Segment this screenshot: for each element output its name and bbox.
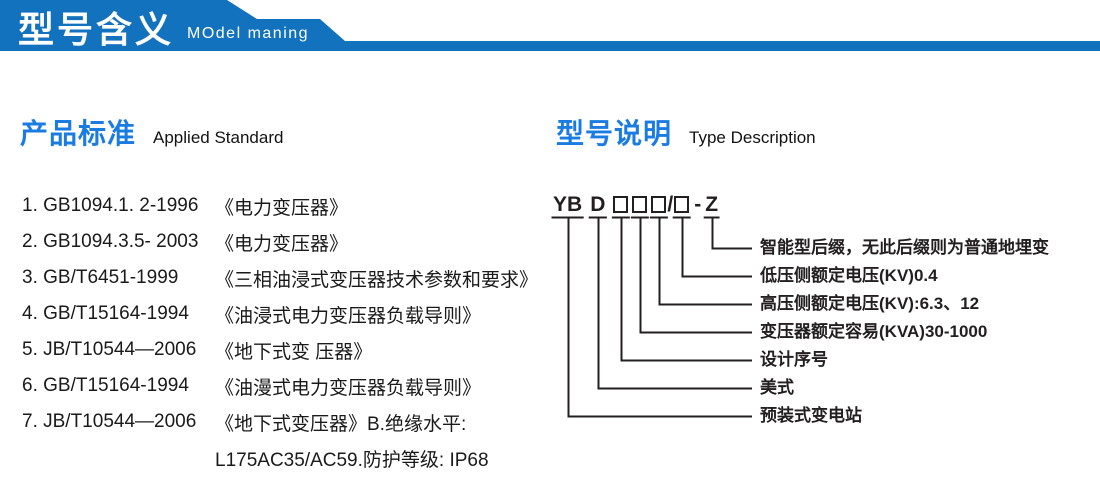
standards-list: 1. GB1094.1. 2-1996《电力变压器》2. GB1094.3.5-…: [22, 188, 538, 476]
code-part-yb: YB: [553, 193, 583, 216]
standard-row: 7. JB/T10544—2006 《地下式变压器》B.绝缘水平:: [22, 404, 538, 440]
standard-title: 《三相油浸式变压器技术参数和要求》: [215, 269, 539, 291]
standard-code: 6. GB/T15164-1994: [22, 375, 189, 396]
code-box-1: [613, 196, 629, 213]
diagram-label-3: 高压侧额定电压(KV):6.3、12: [760, 294, 980, 313]
standard-code: 1. GB1094.1. 2-1996: [22, 195, 199, 216]
standard-code: 4. GB/T15164-1994: [22, 303, 189, 324]
diagram-label-4: 变压器额定容易(KVA)30-1000: [760, 322, 988, 341]
heading-zh-model-description: 型号说明: [556, 118, 673, 149]
diagram-label-5: 设计序号: [760, 350, 828, 369]
banner-title-zh: 型号含义: [18, 9, 175, 50]
standard-title: 《地下式变 压器》: [215, 341, 373, 363]
standard-code: 2. GB1094.3.5- 2003: [22, 231, 199, 252]
standard-title: L175AC35/AC59.防护等级: IP68: [215, 449, 489, 471]
standard-row: 4. GB/T15164-1994 《油浸式电力变压器负载导则》: [22, 296, 538, 332]
standard-title: 《电力变压器》: [215, 233, 349, 255]
code-box-4: [674, 196, 690, 213]
code-box-3: [651, 196, 667, 213]
standard-code: 5. JB/T10544—2006: [22, 339, 197, 360]
banner: [0, 0, 1100, 51]
heading-zh-product-standard: 产品标准: [20, 118, 137, 149]
diagram-label-6: 美式: [760, 378, 794, 397]
diagram-label-7: 预装式变电站: [760, 406, 862, 425]
standard-code: 7. JB/T10544—2006: [22, 411, 197, 432]
code-slash: /: [667, 193, 674, 216]
standard-row: 1. GB1094.1. 2-1996 《电力变压器》: [22, 188, 538, 224]
section-heading-type-description: 型号说明 Type Description: [556, 112, 816, 152]
code-part-d: D: [590, 193, 606, 216]
section-heading-applied-standard: 产品标准 Applied Standard: [20, 112, 283, 152]
heading-en-type-description: Type Description: [689, 128, 816, 147]
banner-title-en: MOdel maning: [187, 25, 310, 42]
standard-title: 《地下式变压器》B.绝缘水平:: [215, 413, 467, 435]
standard-row: 6. GB/T15164-1994 《油漫式电力变压器负载导则》: [22, 368, 538, 404]
code-box-2: [632, 196, 648, 213]
code-part-z: Z: [705, 193, 719, 216]
standard-row: 3. GB/T6451-1999 《三相油浸式变压器技术参数和要求》: [22, 260, 538, 296]
standard-title: 《油漫式电力变压器负载导则》: [215, 377, 482, 399]
standard-row: 5. JB/T10544—2006 《地下式变 压器》: [22, 332, 538, 368]
heading-en-applied-standard: Applied Standard: [153, 128, 284, 147]
standard-row: L175AC35/AC59.防护等级: IP68: [22, 440, 538, 476]
standard-title: 《电力变压器》: [215, 197, 349, 219]
banner-shape: [0, 0, 1100, 51]
diagram-label-1: 智能型后缀，无此后缀则为普通地埋变: [760, 238, 1049, 257]
model-code: YB D /-Z: [553, 194, 718, 215]
standard-row: 2. GB1094.3.5- 2003 《电力变压器》: [22, 224, 538, 260]
standard-title: 《油浸式电力变压器负载导则》: [215, 305, 482, 327]
diagram-label-2: 低压侧额定电压(KV)0.4: [760, 266, 938, 285]
standard-code: 3. GB/T6451-1999: [22, 267, 179, 288]
code-dash: -: [694, 193, 702, 216]
